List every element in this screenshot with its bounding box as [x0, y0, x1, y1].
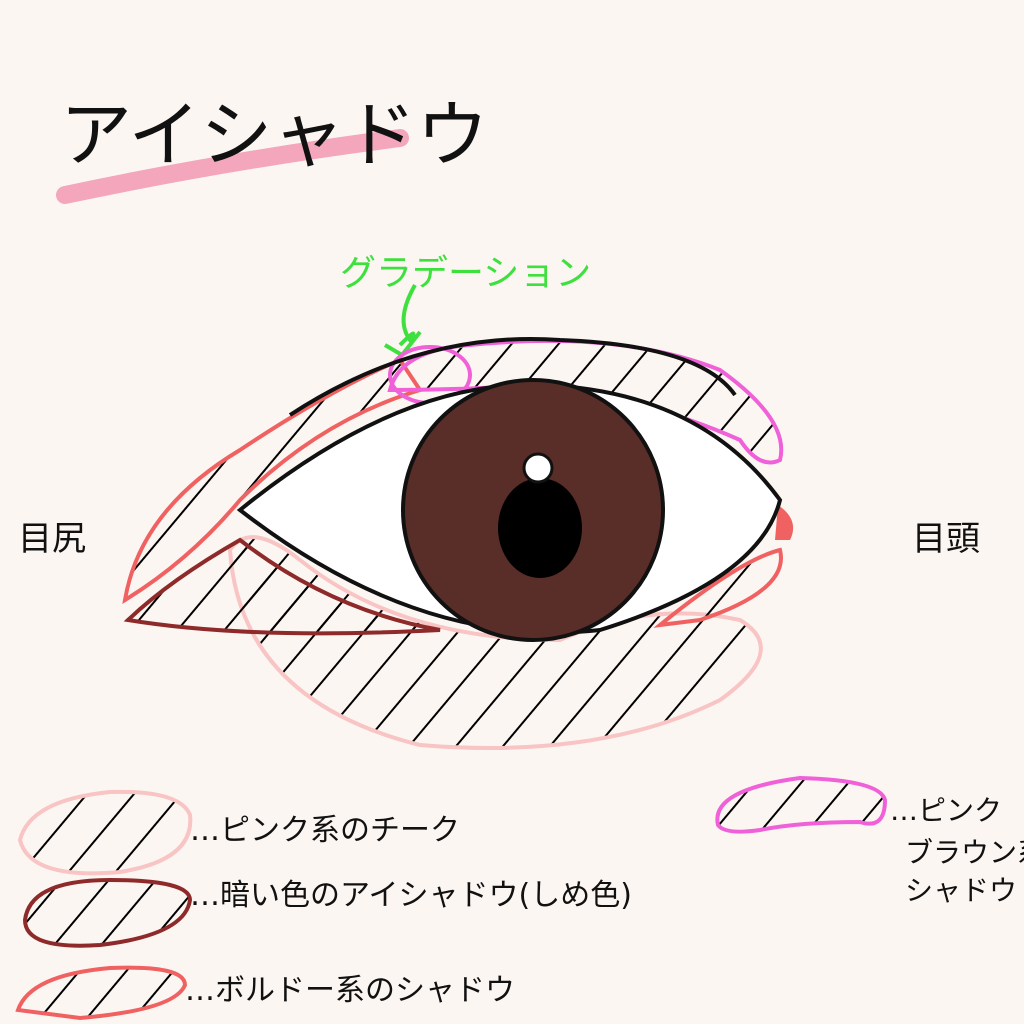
- svg-text:シャドウ: シャドウ: [905, 874, 1017, 907]
- svg-text:…暗い色のアイシャドウ(しめ色): …暗い色のアイシャドウ(しめ色): [190, 878, 632, 913]
- svg-text:…ボルドー系のシャドウ: …ボルドー系のシャドウ: [185, 973, 515, 1008]
- dark-shadow-area: [123, 537, 441, 636]
- eye-highlight: [522, 452, 554, 484]
- upper-lash-line: [288, 336, 737, 417]
- legend-item-bordeaux-shadow: …ボルドー系のシャドウ: [15, 965, 515, 1021]
- outer-corner-label: 目尻: [18, 519, 86, 559]
- title: アイシャドウ: [60, 93, 488, 177]
- cheek-area: [227, 535, 763, 750]
- legend-item-dark-shadow: …暗い色のアイシャドウ(しめ色): [22, 877, 632, 948]
- svg-text:…ピンク: …ピンク: [890, 794, 1002, 827]
- svg-text:ブラウン系: ブラウン系: [905, 836, 1024, 869]
- legend-item-pink-brown-shadow: …ピンク ブラウン系 シャドウ: [715, 775, 1024, 907]
- inner-corner-label: 目頭: [912, 519, 980, 559]
- arrow-icon: [383, 284, 422, 358]
- pupil: [498, 478, 582, 578]
- legend-item-cheek: …ピンク系のチーク: [17, 789, 460, 876]
- title-underline: [56, 129, 409, 204]
- gradient-label: グラデーション: [340, 253, 591, 294]
- svg-text:…ピンク系のチーク: …ピンク系のチーク: [190, 813, 460, 848]
